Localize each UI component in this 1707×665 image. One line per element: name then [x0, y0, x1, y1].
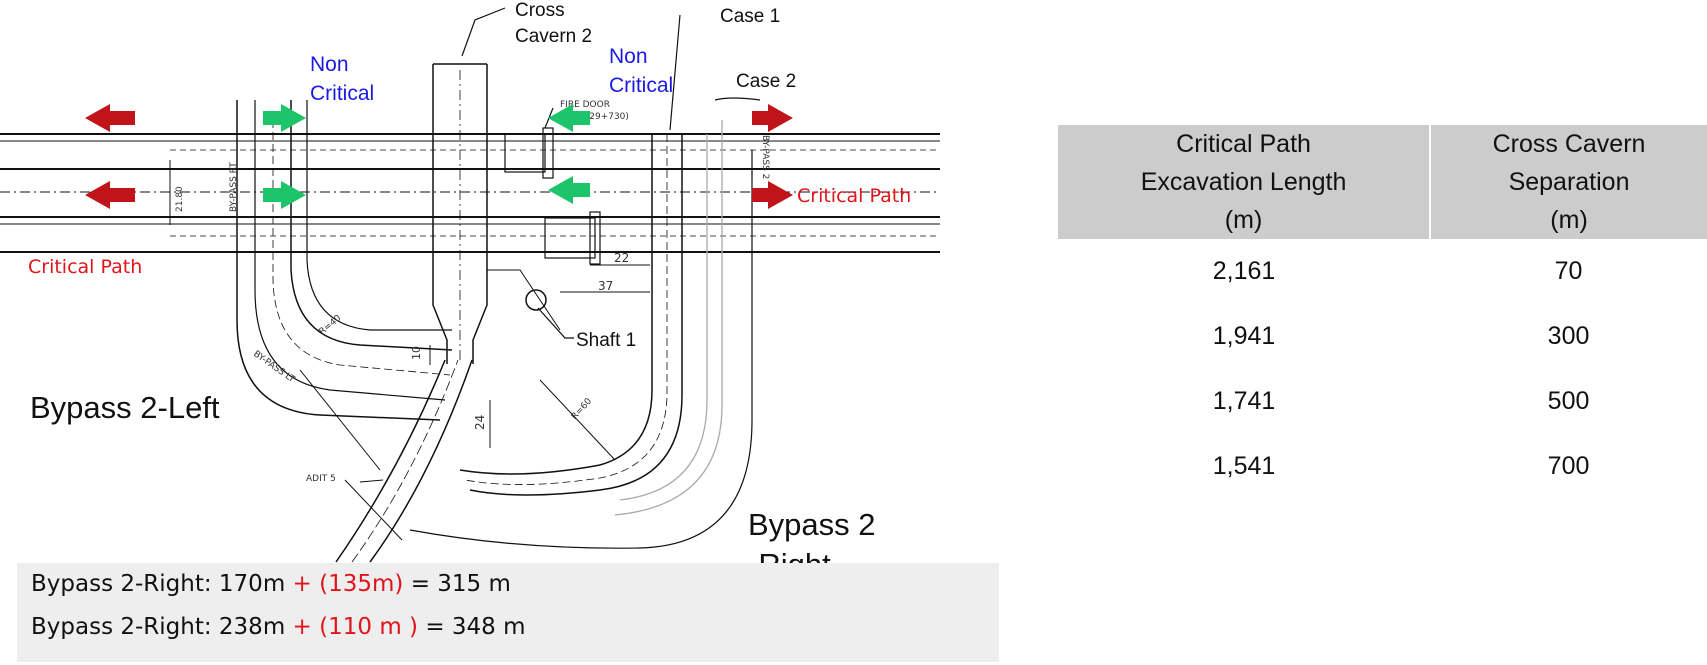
separation-cell: 700	[1547, 452, 1590, 480]
header-cross-cavern: Cross Cavern Separation (m)	[1429, 125, 1707, 239]
formula-2-base: Bypass 2-Right: 238m	[31, 614, 293, 640]
cross-cavern-callout	[461, 7, 506, 57]
critical-path-right-label: Critical Path	[797, 185, 912, 207]
bypass-left-tunnel	[236, 100, 453, 421]
table-row: 1,541 700	[1058, 434, 1707, 499]
length-cell: 1,741	[1212, 387, 1276, 415]
dimension-24: 24	[473, 415, 487, 430]
noncritical-arrow-right-top	[548, 104, 590, 132]
noncritical-arrow-left-top	[263, 104, 306, 132]
non-critical-right-line-2: Critical	[609, 74, 674, 97]
bypass-right-case2	[614, 120, 723, 516]
adit-label: ADIT 5	[306, 474, 336, 484]
header-critical-path: Critical Path Excavation Length (m)	[1058, 125, 1431, 239]
header-1-line-1: Critical Path	[1176, 130, 1311, 158]
separation-cell: 500	[1547, 387, 1590, 415]
header-2-line-3: (m)	[1550, 206, 1588, 234]
formula-2-extra: + (110 m )	[292, 614, 419, 640]
header-2-line-2: Separation	[1508, 168, 1630, 196]
noncritical-arrow-left-bottom	[263, 181, 306, 209]
bypass-2-tag: BY-PASS 2	[760, 135, 770, 179]
dimension-37: 37	[598, 279, 613, 293]
formula-line-2: Bypass 2-Right: 238m + (110 m ) = 348 m	[31, 614, 526, 640]
dimension-lines	[169, 160, 650, 471]
non-critical-left-label: Non Critical	[310, 50, 374, 108]
bypass-right-line-1: Bypass 2	[748, 507, 876, 542]
noncritical-arrow-right-bottom	[548, 176, 590, 204]
length-cell: 1,541	[1212, 452, 1276, 480]
cross-cavern-2-line-1: Cross	[515, 0, 565, 21]
separation-cell: 70	[1554, 257, 1583, 285]
critical-arrow-left-bottom	[85, 181, 135, 209]
cross-cavern-structure	[432, 63, 561, 364]
table-row: 2,161 70	[1058, 239, 1707, 304]
non-critical-right-label: Non Critical	[609, 42, 673, 100]
case-2-label: Case 2	[736, 71, 797, 92]
shaft-callout	[537, 307, 574, 339]
bypass-left-label: Bypass 2-Left	[30, 390, 220, 425]
header-1-line-2: Excavation Length	[1140, 168, 1347, 196]
non-critical-right-line-1: Non	[609, 45, 648, 68]
non-critical-left-line-2: Critical	[310, 82, 375, 105]
fire-door-detail	[504, 107, 601, 265]
separation-cell: 300	[1547, 322, 1590, 350]
length-cell: 2,161	[1212, 257, 1276, 285]
length-cell: 1,941	[1212, 322, 1276, 350]
dimension-2180: 21.80	[175, 186, 185, 212]
critical-arrow-right-bottom	[752, 181, 793, 209]
fire-door-label-1: FIRE DOOR	[560, 100, 610, 110]
table-header-row: Critical Path Excavation Length (m) Cros…	[1058, 125, 1707, 239]
critical-path-left-label: Critical Path	[28, 256, 143, 278]
fire-door-label-2: (129+730)	[580, 112, 629, 122]
dimension-r60: R=60	[570, 396, 595, 422]
critical-arrow-left-top	[85, 104, 135, 132]
adit-tunnel	[335, 359, 473, 563]
dimension-10: 10	[410, 346, 423, 360]
length-formula-box: Bypass 2-Right: 170m + (135m) = 315 m By…	[17, 563, 999, 662]
formula-2-result: = 348 m	[418, 614, 526, 640]
formula-1-extra: + (135m)	[292, 571, 404, 597]
formula-line-1: Bypass 2-Right: 170m + (135m) = 315 m	[31, 571, 511, 597]
bypass-right-case1	[459, 134, 683, 496]
dimension-22: 22	[614, 251, 629, 265]
cross-cavern-2-line-2: Cavern 2	[515, 26, 593, 47]
header-2-line-1: Cross Cavern	[1492, 130, 1646, 158]
formula-1-base: Bypass 2-Right: 170m	[31, 571, 293, 597]
non-critical-left-line-1: Non	[310, 53, 349, 76]
bypass-rt-tag: BY-PASS RT	[229, 162, 239, 212]
tunnel-plan-drawing: FIRE DOOR (129+730) ADIT 5 22 37 24 10 R…	[0, 7, 940, 563]
header-1-line-3: (m)	[1224, 206, 1263, 234]
table-row: 1,741 500	[1058, 369, 1707, 434]
table-row: 1,941 300	[1058, 304, 1707, 369]
case-1-label: Case 1	[720, 6, 781, 27]
formula-1-result: = 315 m	[403, 571, 511, 597]
outer-bypass-curve	[409, 14, 761, 549]
excavation-table: Critical Path Excavation Length (m) Cros…	[1058, 125, 1707, 499]
dimension-r40: R=40	[318, 313, 344, 337]
cross-cavern-2-label: Cross Cavern 2	[515, 0, 592, 50]
shaft-1-label: Shaft 1	[576, 330, 637, 351]
bypass-lt-tag: BY-PASS LT	[251, 349, 296, 385]
critical-arrow-right-top	[752, 104, 793, 132]
